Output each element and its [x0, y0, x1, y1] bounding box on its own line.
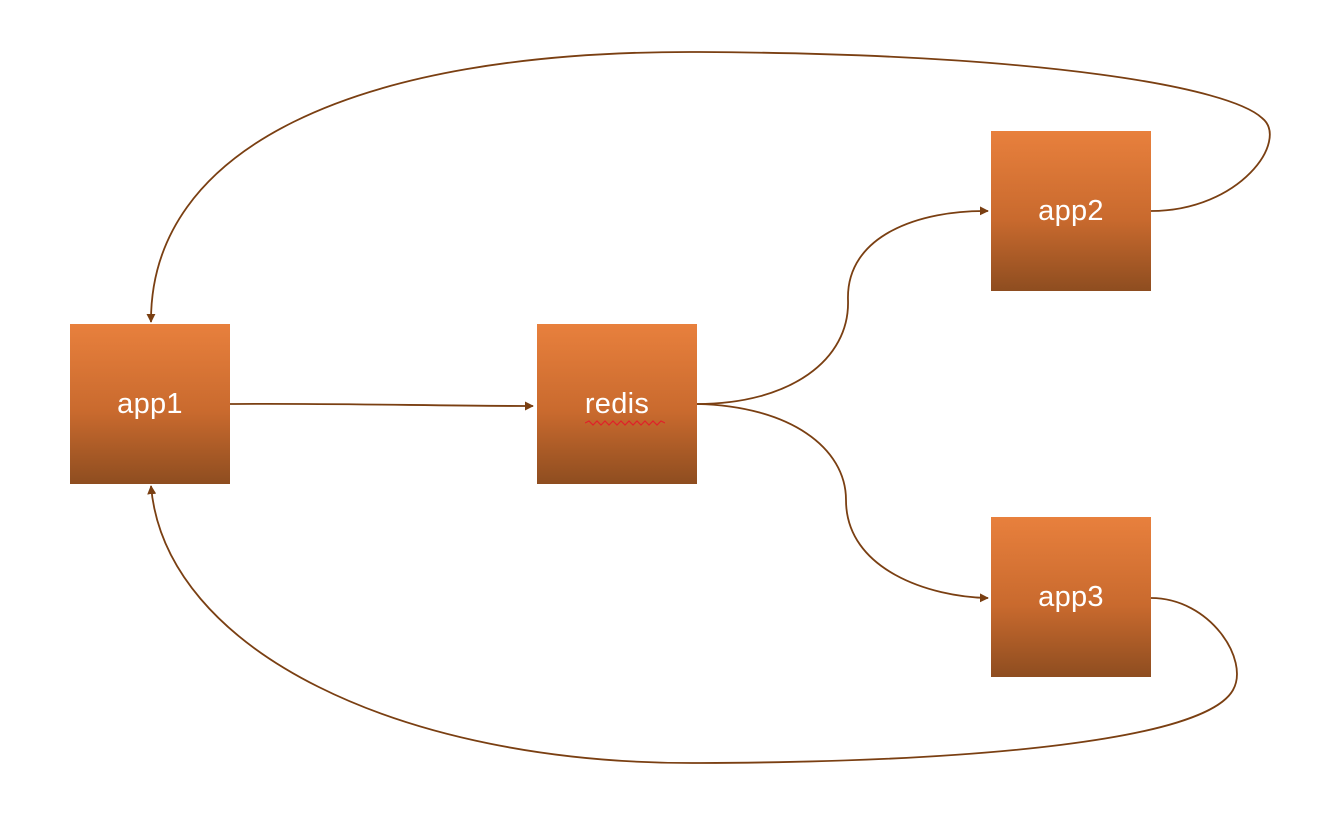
spellcheck-underline	[584, 419, 665, 426]
edge-app2-to-app1	[146, 51, 1271, 323]
edge-app1-to-redis	[229, 401, 534, 411]
node-label-app1: app1	[117, 387, 183, 420]
node-app2: app2	[991, 131, 1151, 291]
node-label-redis: redis	[584, 387, 665, 426]
node-box-app1	[70, 324, 230, 484]
node-box-app2	[991, 131, 1151, 291]
edge-redis-to-app3	[696, 403, 989, 603]
node-box-redis	[537, 324, 697, 484]
node-label-app3: app3	[1038, 580, 1104, 613]
node-box-app3	[991, 517, 1151, 677]
node-redis: redis	[537, 324, 697, 484]
node-label-app2: app2	[1038, 194, 1104, 227]
node-app3: app3	[991, 517, 1151, 677]
node-label-redis-text: redis	[584, 387, 650, 420]
edge-redis-to-app2	[696, 206, 989, 405]
edge-app3-to-app1	[147, 485, 1238, 764]
node-app1: app1	[70, 324, 230, 484]
